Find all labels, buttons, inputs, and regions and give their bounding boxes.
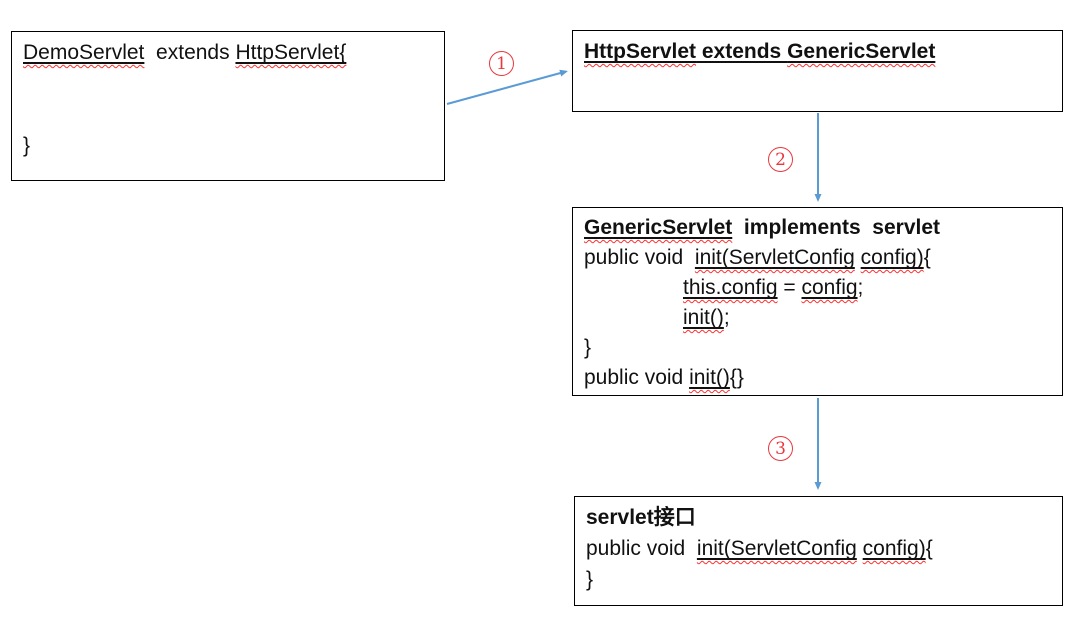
code-line: init();: [584, 303, 1051, 333]
code-token: ;: [723, 306, 730, 329]
code-token: {}: [729, 366, 744, 389]
code-token: public void: [584, 246, 695, 269]
code-token: servlet接口: [586, 506, 696, 529]
code-token: init(ServletConfig: [694, 246, 855, 269]
code-token: config: [801, 276, 858, 299]
code-token: HttpServlet{: [235, 41, 347, 64]
code-line: HttpServlet extends GenericServlet: [584, 36, 1051, 67]
code-token: }: [586, 568, 594, 591]
empty-line: [23, 68, 433, 99]
httpservlet-box: HttpServlet extends GenericServlet: [572, 30, 1063, 112]
code-token: extends: [696, 40, 788, 63]
code-token: implements servlet: [732, 216, 941, 239]
servlet-interface-box: servlet接口 public void init(ServletConfig…: [574, 496, 1063, 606]
code-token: config): [862, 537, 926, 560]
code-token: {: [923, 246, 931, 269]
code-line: }: [586, 564, 1051, 595]
code-token: =: [777, 276, 802, 299]
code-line: DemoServlet extends HttpServlet{: [23, 37, 433, 68]
step-2-circled-number: 2: [768, 147, 793, 172]
code-line: }: [23, 130, 433, 161]
code-token: config): [860, 246, 924, 269]
code-line: GenericServlet implements servlet: [584, 213, 1051, 243]
code-line: public void init(ServletConfig config){: [584, 243, 1051, 273]
step-1-circled-number: 1: [489, 51, 514, 76]
code-token: public void: [584, 366, 690, 389]
code-token: init(): [683, 306, 724, 329]
code-token: }: [584, 336, 592, 359]
code-token: GenericServlet: [584, 216, 733, 239]
code-token: public void: [586, 537, 697, 560]
code-token: DemoServlet: [23, 41, 145, 64]
code-token: init(): [689, 366, 730, 389]
code-line: public void init(ServletConfig config){: [586, 533, 1051, 564]
code-token: {: [925, 537, 933, 560]
code-token: extends: [144, 41, 236, 64]
code-line: servlet接口: [586, 502, 1051, 533]
code-line: this.config = config;: [584, 273, 1051, 303]
code-token: }: [23, 134, 31, 157]
code-token: HttpServlet: [584, 40, 697, 63]
genericservlet-box: GenericServlet implements servlet public…: [572, 207, 1063, 396]
code-token: this.config: [683, 276, 778, 299]
arrow-demo-to-httpservlet: [446, 69, 568, 105]
code-line: public void init(){}: [584, 363, 1051, 393]
code-token: ;: [857, 276, 864, 299]
code-token: init(ServletConfig: [696, 537, 857, 560]
empty-line: [23, 99, 433, 130]
code-token: GenericServlet: [787, 40, 936, 63]
code-line: }: [584, 333, 1051, 363]
demo-servlet-box: DemoServlet extends HttpServlet{ }: [11, 31, 445, 181]
step-3-circled-number: 3: [768, 436, 793, 461]
